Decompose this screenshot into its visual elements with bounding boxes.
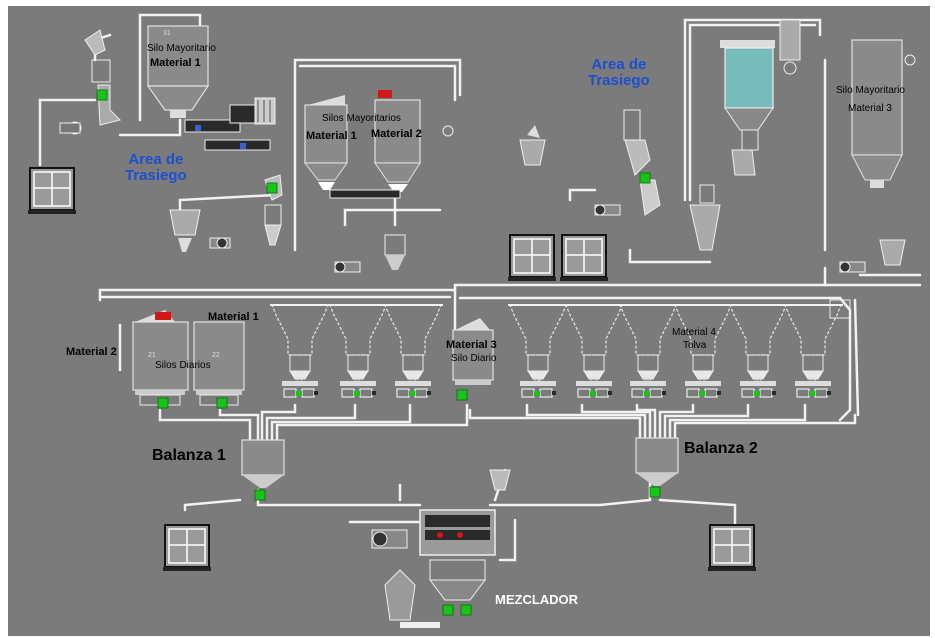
label-mezclador: MEZCLADOR [495, 592, 579, 607]
bigbag-right-1 [507, 234, 557, 282]
dust-collector [689, 19, 801, 251]
balanza-2 [635, 437, 679, 486]
bigbag-right-2 [559, 234, 609, 282]
left-lower-equipment [169, 174, 283, 252]
label-silos-diarios-material-1: Material 1 [208, 311, 259, 323]
label-silo-mayoritario-1-material: Material 1 [150, 57, 201, 69]
silo-mayoritario-3 [851, 39, 916, 188]
left-feeder [59, 29, 121, 135]
silo-mayoritario-material-2 [374, 90, 421, 192]
tolva-label-t2: T2 [353, 377, 362, 384]
label-silos-mayoritarios-material-1: Material 1 [306, 130, 357, 142]
screw-conveyor-center [329, 189, 401, 199]
valve-icon [649, 486, 661, 498]
silo-diario-material-1 [155, 312, 245, 409]
tolva-label-t5: T5 [589, 377, 598, 384]
tolvas-right [507, 304, 844, 398]
center-filter [334, 234, 406, 273]
label-area-trasiego-right: Area de Trasiego [588, 56, 650, 89]
label-silos-diarios-material-2: Material 2 [66, 346, 117, 358]
mezclador-unit [371, 469, 511, 628]
label-material-3: Material 3 [446, 339, 497, 351]
valve-icon [96, 89, 108, 101]
label-balanza-2: Balanza 2 [684, 440, 758, 457]
bigbag-left-top [27, 167, 77, 215]
label-balanza-1: Balanza 1 [152, 447, 226, 464]
pipe-network [38, 13, 922, 562]
screw-conveyor-left [184, 97, 276, 151]
valve-icon [254, 489, 266, 501]
label-silo-mayoritario-3-material: Material 3 [848, 103, 892, 114]
tolva-label-t6: T6 [643, 377, 652, 384]
label-silo-mayoritario-1: Silo Mayoritario [147, 43, 216, 54]
bigbag-balanza-1 [162, 524, 212, 572]
tolva-label-t8: T8 [753, 377, 762, 384]
silo-mayoritario-1 [146, 25, 210, 118]
tolva-label-t3: T3 [408, 377, 417, 384]
silo-mayoritario-material-1 [303, 95, 348, 190]
tolva-label-t7: T7 [698, 377, 707, 384]
silo-number-22: 22 [212, 352, 220, 359]
silo-diario-material-3 [452, 318, 494, 401]
label-material-4: Material 4 [672, 327, 716, 338]
tolva-label-t4: T4 [533, 377, 542, 384]
balanza-1 [241, 439, 285, 488]
label-area-trasiego-left: Area de Trasiego [125, 151, 187, 184]
valve-icon [639, 172, 651, 184]
right-feeder [519, 109, 661, 216]
valve-icon [266, 182, 278, 194]
label-silo-mayoritario-3: Silo Mayoritario [836, 85, 905, 96]
tolva-label-t9: T9 [808, 377, 817, 384]
label-silos-mayoritarios-material-2: Material 2 [371, 128, 422, 140]
right-bottom-equipment [839, 239, 906, 273]
silo-number-21: 21 [148, 352, 156, 359]
label-silos-mayoritarios: Silos Mayoritarios [322, 113, 401, 124]
label-silo-diario: Silo Diario [451, 353, 497, 364]
label-tolva: Tolva [683, 340, 707, 351]
silo-diario-material-2 [132, 310, 189, 409]
silo-number-31: 31 [163, 30, 171, 37]
tolva-label-t1: T1 [295, 377, 304, 384]
bigbag-balanza-2 [707, 524, 757, 572]
label-silos-diarios: Silos Diarios [155, 360, 211, 371]
